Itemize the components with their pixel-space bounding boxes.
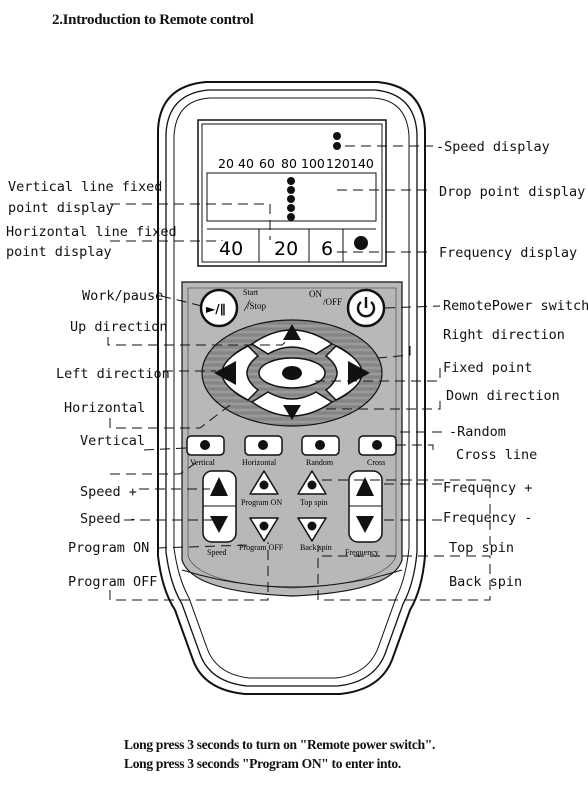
speed-indicator-dot-2 bbox=[333, 142, 341, 150]
vertical-line-fixed-label-1: Vertical line fixed bbox=[8, 179, 163, 195]
frequency-up-arrow-icon bbox=[356, 477, 374, 496]
vertical-line-fixed-label-2: point display bbox=[8, 200, 114, 216]
horizontal-fixed-value: 40 bbox=[219, 238, 243, 260]
frequency-button-label: Frequency bbox=[345, 548, 379, 557]
program-off-button[interactable] bbox=[249, 517, 279, 542]
display-screen: 20 40 60 80 100 120 140 40 20 6 bbox=[197, 119, 387, 267]
frequency-down-arrow-icon bbox=[356, 516, 374, 533]
start-stop-label-2: /Stop bbox=[247, 301, 267, 311]
vertical-button-label: Vertical bbox=[190, 458, 216, 467]
vertical-fixed-value: 20 bbox=[274, 238, 298, 260]
speed-indicator-dot-1 bbox=[333, 132, 341, 140]
work-pause-label: Work/pause bbox=[82, 288, 164, 304]
horizontal-button-label: Horizontal bbox=[242, 458, 277, 467]
speed-scale-140: 140 bbox=[350, 156, 374, 171]
top-spin-button-label: Top spin bbox=[300, 498, 328, 507]
start-stop-label-1: Start bbox=[243, 288, 259, 297]
up-arrow-icon bbox=[283, 324, 301, 340]
up-direction-button[interactable] bbox=[250, 324, 334, 355]
drop-point-dot-2 bbox=[287, 186, 295, 194]
speed-rocker bbox=[202, 470, 237, 543]
program-off-button-label: Program OFF bbox=[239, 543, 284, 552]
speed-plus-label: Speed + bbox=[80, 484, 137, 500]
remote-power-switch-label: RemotePower switch bbox=[443, 298, 588, 314]
speed-scale-20: 20 bbox=[218, 156, 234, 171]
right-direction-label: Right direction bbox=[443, 327, 565, 343]
power-label-2: /OFF bbox=[323, 297, 342, 307]
fixed-point-button[interactable] bbox=[258, 357, 326, 389]
speed-minus-label: Speed - bbox=[80, 511, 137, 527]
speed-scale-60: 60 bbox=[259, 156, 275, 171]
top-spin-button[interactable] bbox=[297, 470, 327, 495]
drop-point-dot-5 bbox=[287, 213, 295, 221]
vertical-mode-button[interactable] bbox=[186, 435, 225, 456]
frequency-plus-label: Frequency + bbox=[443, 480, 533, 496]
horizontal-mode-button[interactable] bbox=[244, 435, 283, 456]
start-stop-button[interactable]: ►/∥ bbox=[199, 288, 239, 328]
speed-scale-40: 40 bbox=[238, 156, 254, 171]
vertical-label: Vertical bbox=[80, 433, 146, 449]
program-on-button[interactable] bbox=[249, 470, 279, 495]
drop-point-dot-1 bbox=[287, 177, 295, 185]
frequency-indicator-dot bbox=[354, 236, 368, 250]
back-spin-button-label: Back spin bbox=[300, 543, 332, 552]
power-button[interactable] bbox=[346, 288, 386, 328]
back-spin-button[interactable] bbox=[297, 517, 327, 542]
random-mode-button[interactable] bbox=[301, 435, 340, 456]
cross-line-label: Cross line bbox=[456, 447, 538, 463]
back-spin-label: Back spin bbox=[449, 574, 523, 590]
power-icon bbox=[356, 297, 376, 318]
speed-down-arrow-icon bbox=[210, 516, 228, 533]
top-spin-label: Top spin bbox=[449, 540, 515, 556]
speed-plus-button[interactable] bbox=[210, 477, 228, 496]
frequency-value: 6 bbox=[321, 238, 333, 260]
right-direction-button[interactable] bbox=[324, 345, 370, 401]
left-arrow-icon bbox=[214, 361, 236, 385]
frequency-rocker bbox=[348, 470, 383, 543]
frequency-minus-button[interactable] bbox=[356, 516, 374, 533]
speed-scale-100: 100 bbox=[301, 156, 325, 171]
right-arrow-icon bbox=[348, 361, 370, 385]
down-direction-button[interactable] bbox=[250, 391, 334, 420]
frequency-plus-button[interactable] bbox=[356, 477, 374, 496]
frequency-display-label: Frequency display bbox=[439, 245, 578, 261]
up-direction-label: Up direction bbox=[70, 319, 168, 335]
fixed-point-label: Fixed point bbox=[443, 360, 533, 376]
leader-lines bbox=[107, 145, 491, 601]
program-on-button-label: Program ON bbox=[241, 498, 282, 507]
power-label-1: ON bbox=[309, 289, 322, 299]
cross-button-label: Cross bbox=[367, 458, 385, 467]
down-arrow-icon bbox=[283, 405, 301, 420]
horizontal-line-fixed-label-2: point display bbox=[6, 244, 112, 260]
horizontal-label: Horizontal bbox=[64, 400, 146, 416]
speed-display-label: -Speed display bbox=[436, 139, 550, 155]
random-label: -Random bbox=[449, 424, 506, 440]
cross-mode-button[interactable] bbox=[358, 435, 397, 456]
down-direction-label: Down direction bbox=[446, 388, 560, 404]
random-button-label: Random bbox=[306, 458, 334, 467]
page-heading: 2.Introduction to Remote control bbox=[52, 12, 254, 28]
left-direction-button[interactable] bbox=[214, 345, 260, 401]
drop-point-dot-4 bbox=[287, 204, 295, 212]
direction-pad bbox=[201, 319, 383, 427]
speed-scale-80: 80 bbox=[281, 156, 297, 171]
power-switch-note: Long press 3 seconds to turn on "Remote … bbox=[124, 737, 436, 752]
speed-up-arrow-icon bbox=[210, 477, 228, 496]
speed-minus-button[interactable] bbox=[210, 516, 228, 533]
speed-scale-120: 120 bbox=[326, 156, 350, 171]
horizontal-line-fixed-label-1: Horizontal line fixed bbox=[6, 224, 177, 240]
play-pause-icon: ►/∥ bbox=[206, 302, 226, 316]
program-on-note: Long press 3 seconds "Program ON" to ent… bbox=[124, 756, 401, 771]
drop-point-display-label: Drop point display bbox=[439, 184, 586, 200]
speed-button-label: Speed bbox=[207, 548, 227, 557]
program-off-label: Program OFF bbox=[68, 574, 158, 590]
drop-point-dot-3 bbox=[287, 195, 295, 203]
frequency-minus-label: Frequency - bbox=[443, 510, 533, 526]
left-direction-label: Left direction bbox=[56, 366, 170, 382]
program-on-label: Program ON bbox=[68, 540, 150, 556]
